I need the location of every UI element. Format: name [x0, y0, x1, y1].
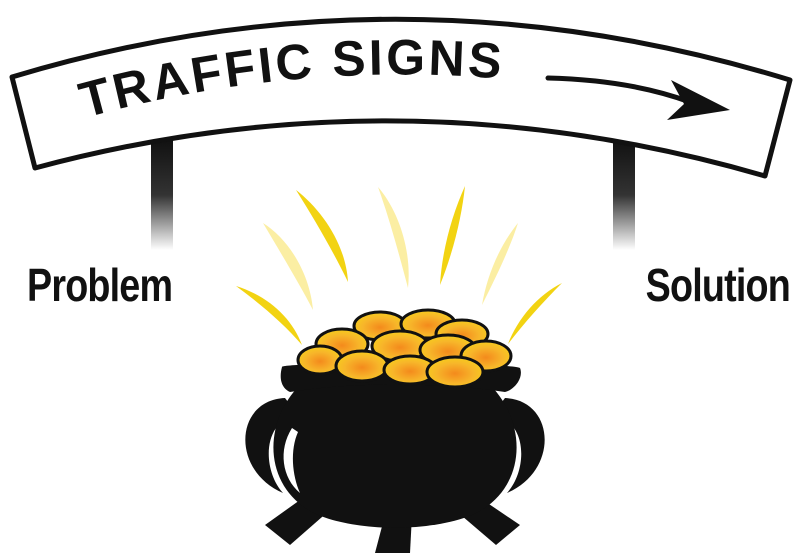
left-sign-post [151, 140, 173, 250]
problem-label: Problem [27, 262, 172, 308]
solution-label: Solution [646, 262, 790, 308]
right-sign-post [613, 140, 635, 250]
pot-of-gold-icon [245, 363, 544, 553]
